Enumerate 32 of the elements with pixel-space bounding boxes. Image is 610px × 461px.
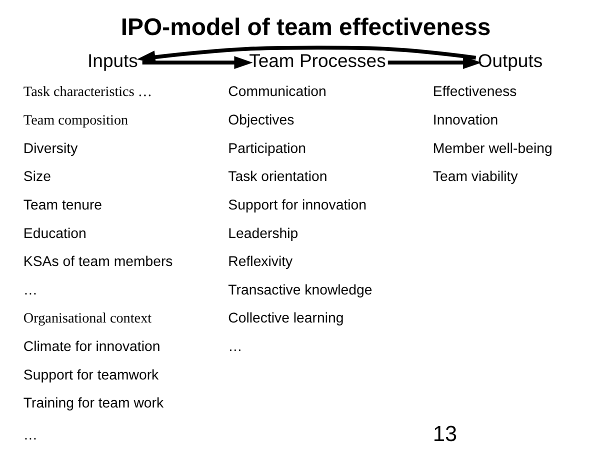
label: Objectives [228, 112, 294, 128]
label: Member well-being [432, 140, 552, 156]
label: Communication [228, 83, 326, 100]
label: Organisational context [22, 310, 152, 327]
label: Transactive knowledge [228, 281, 372, 298]
label: Innovation [432, 112, 498, 128]
label: Task orientation [228, 168, 327, 184]
label: Training for team work [22, 394, 164, 411]
label: Participation [228, 140, 306, 156]
label: … [22, 281, 38, 298]
label: Support for teamwork [22, 366, 158, 382]
label: Reflexivity [228, 253, 292, 270]
node-text: Outputs [477, 50, 542, 72]
label: Team viability [432, 168, 518, 184]
label: Diversity [22, 140, 78, 156]
label: Size [22, 168, 50, 184]
label: Team tenure [22, 196, 102, 212]
label: … [22, 426, 38, 442]
label: Team composition [22, 112, 128, 129]
label: Education [22, 224, 86, 241]
label: … [228, 338, 242, 354]
diagram-title: IPO-model of team effectiveness [120, 14, 490, 41]
node-text: Team Processes [248, 50, 386, 72]
label: KSAs of team members [22, 253, 172, 270]
label: Climate for innovation [22, 338, 160, 354]
label: Collective learning [228, 310, 344, 326]
label: 13 [432, 420, 457, 446]
label: Effectiveness [432, 83, 516, 100]
label: Support for innovation [228, 196, 366, 212]
label: Leadership [228, 224, 298, 241]
node-text: Inputs [87, 50, 138, 72]
label: Task characteristics … [22, 84, 152, 100]
